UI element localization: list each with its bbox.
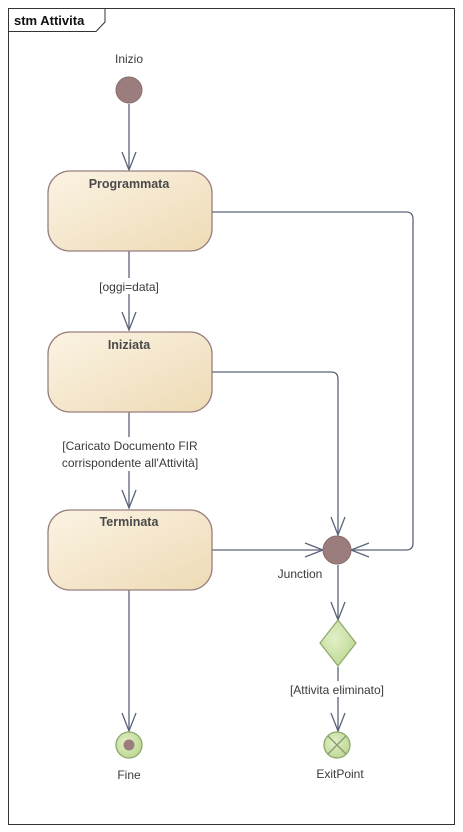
- final-node[interactable]: [115, 731, 143, 759]
- frame-title-tab: [8, 8, 106, 32]
- state-programmata[interactable]: Programmata: [47, 170, 213, 252]
- junction-label: Junction: [278, 567, 323, 581]
- guard-caricato-line2: corrispondente all'Attività]: [62, 456, 198, 470]
- state-iniziata[interactable]: Iniziata: [47, 331, 213, 413]
- state-iniziata-name: Iniziata: [108, 338, 151, 352]
- initial-label: Inizio: [115, 52, 143, 66]
- final-label: Fine: [117, 768, 141, 782]
- state-terminata[interactable]: Terminata: [47, 509, 213, 591]
- exit-point-label: ExitPoint: [316, 767, 364, 781]
- state-programmata-name: Programmata: [89, 177, 171, 191]
- diagram-frame: [8, 8, 455, 825]
- guard-oggi-data: [oggi=data]: [99, 280, 159, 294]
- junction-node[interactable]: [322, 535, 352, 565]
- choice-node[interactable]: [319, 619, 357, 667]
- state-terminata-name: Terminata: [100, 515, 160, 529]
- guard-attivita-eliminato: [Attivita eliminato]: [290, 683, 384, 697]
- guard-caricato-line1: [Caricato Documento FIR: [62, 439, 198, 453]
- initial-node[interactable]: [115, 76, 143, 104]
- frame-title: stm Attivita: [14, 13, 85, 28]
- exit-point-node[interactable]: [323, 731, 351, 759]
